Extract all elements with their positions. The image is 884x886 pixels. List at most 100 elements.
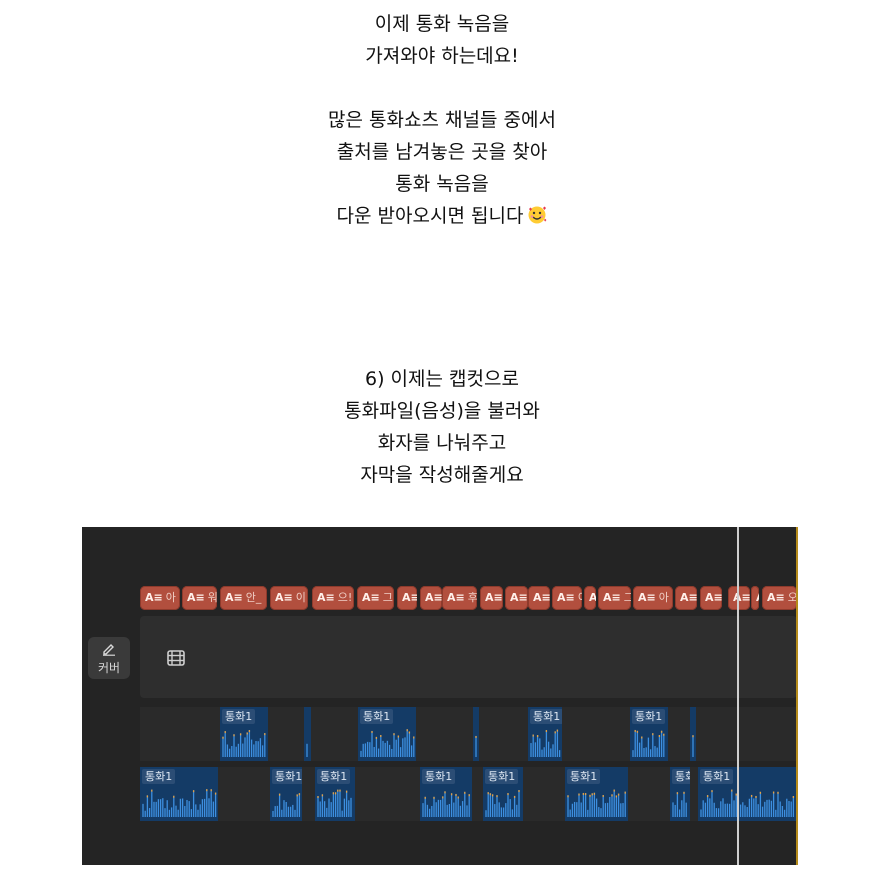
audio-clip[interactable]: 통화 [670,767,690,821]
waveform [530,729,561,757]
audio-clip[interactable] [304,707,311,761]
text-clip-icon: A≡ [187,591,205,604]
caption-line: 6) 이제는 캡컷으로 [365,368,519,390]
subtitle-clip[interactable]: A≡워 [182,586,217,610]
subtitle-clip[interactable]: A≡그 [598,586,631,610]
waveform [422,791,470,817]
subtitle-clip[interactable]: A≡으! [312,586,354,610]
waveform [142,789,217,817]
text-clip-icon: A≡ [275,591,293,604]
subtitle-clip[interactable]: A≡ [700,586,722,610]
timeline-end-marker [796,527,798,865]
text-clip-icon: A≡ [603,591,621,604]
subtitle-clip[interactable]: A≡안_ [220,586,267,610]
audio-track-2[interactable]: 통화1 통화1 통화1 통화1 통화1 통화1 통화 통화1 [140,767,797,821]
caption-line: 통화 녹음을 [395,173,489,195]
capcut-timeline[interactable]: A≡아A≡워A≡안_A≡이A≡으!A≡그A≡A≡A≡후A≡A≡A≡A≡이A≡A≡… [82,527,797,865]
audio-clip[interactable]: 통화1 [420,767,472,821]
subtitle-clip[interactable]: A≡ [751,586,759,610]
subtitle-clip[interactable]: A≡이 [270,586,308,610]
audio-clip[interactable]: 통화1 [698,767,797,821]
text-clip-icon: A≡ [533,591,550,604]
subtitle-clip[interactable]: A≡그 [357,586,394,610]
cover-label: 커버 [97,661,121,675]
audio-clip-label: 통화1 [485,769,519,784]
subtitle-clip[interactable]: A≡ [528,586,550,610]
subtitle-clip-text: 후 [467,591,477,604]
audio-clip-label: 통화1 [222,709,256,724]
text-clip-icon: A≡ [705,591,722,604]
waveform [317,789,352,817]
caption-line-text: 다운 받아오시면 됩니다 [336,205,524,227]
text-clip-icon: A≡ [145,591,163,604]
audio-clip[interactable]: 통화1 [220,707,268,761]
subtitle-track[interactable]: A≡아A≡워A≡안_A≡이A≡으!A≡그A≡A≡A≡후A≡A≡A≡A≡이A≡A≡… [140,586,797,610]
text-clip-icon: A≡ [638,591,656,604]
audio-clip[interactable]: 통화1 [565,767,628,821]
audio-clip[interactable]: 통화1 [630,707,668,761]
audio-clip-label: 통화1 [360,709,394,724]
subtitle-clip-text: 이 [575,591,582,604]
audio-clip[interactable]: 통화1 [483,767,523,821]
waveform [306,743,308,757]
subtitle-clip[interactable]: A≡ [505,586,528,610]
audio-clip-label: 통화1 [700,769,734,784]
playhead[interactable] [737,527,739,865]
subtitle-clip-text: 아 [165,591,176,604]
audio-clip-label: 통화1 [632,709,666,724]
text-clip-icon: A≡ [225,591,243,604]
caption-line: 많은 통화쇼츠 채널들 중에서 [328,109,556,131]
subtitle-clip-text: 그 [623,591,631,604]
subtitle-clip[interactable]: A≡오 [762,586,797,610]
audio-track-1[interactable]: 통화1 통화1 통화1 통화1 [140,707,797,761]
subtitle-clip-text: 그 [382,591,393,604]
subtitle-clip[interactable]: A≡ [480,586,503,610]
audio-clip[interactable]: 통화1 [140,767,218,821]
subtitle-clip[interactable]: A≡이 [552,586,582,610]
audio-clip[interactable] [473,707,479,761]
audio-clip[interactable]: 통화1 [528,707,562,761]
text-clip-icon: A≡ [317,591,335,604]
audio-clip[interactable] [690,707,696,761]
audio-clip-label: 통화1 [272,769,302,784]
audio-clip-label: 통화1 [422,769,456,784]
subtitle-clip[interactable]: A≡ [397,586,417,610]
audio-clip[interactable]: 통화1 [270,767,302,821]
caption-line-with-emoji: 다운 받아오시면 됩니다 [0,200,884,232]
cover-button[interactable]: 커버 [88,637,130,679]
subtitle-clip[interactable]: A≡아 [633,586,673,610]
waveform [692,735,694,757]
subtitle-clip-text: 으! [337,591,353,604]
text-clip-icon: A≡ [767,591,785,604]
audio-clip-label: 통화1 [142,769,176,784]
caption-step: 6) 이제는 캡컷으로 통화파일(음성)을 불러와 화자를 나눠주고 자막을 작… [0,363,884,491]
subtitle-clip[interactable]: A≡아 [140,586,180,610]
waveform [222,730,266,757]
text-clip-icon: A≡ [485,591,503,604]
text-clip-icon: A≡ [510,591,528,604]
subtitle-clip[interactable]: A≡ [675,586,697,610]
subtitle-clip-text: 워 [207,591,217,604]
audio-clip-label: 통화1 [530,709,562,724]
subtitle-clip-text: 아 [658,591,669,604]
audio-clip-label: 통화1 [317,769,351,784]
waveform [485,790,520,817]
subtitle-clip[interactable]: A≡ [420,586,442,610]
text-clip-icon: A≡ [425,591,442,604]
audio-clip[interactable]: 통화1 [358,707,416,761]
caption-line: 이제 통화 녹음을 [374,13,510,35]
subtitle-clip[interactable]: A≡후 [442,586,477,610]
subtitle-clip[interactable]: A≡ [728,586,750,610]
waveform [700,789,795,817]
waveform [567,789,626,817]
text-clip-icon: A≡ [733,591,750,604]
caption-line: 출처를 남겨놓은 곳을 찾아 [336,141,548,163]
waveform [672,791,687,817]
caption-top: 이제 통화 녹음을 가져와야 하는데요! 많은 통화쇼츠 채널들 중에서 출처를… [0,8,884,232]
main-video-track[interactable] [140,616,797,698]
caption-gap [0,72,884,104]
smiling-face-with-hearts-emoji [528,206,547,224]
subtitle-clip-text: 오 [787,591,797,604]
subtitle-clip[interactable]: A≡ [584,586,596,610]
audio-clip[interactable]: 통화1 [315,767,355,821]
